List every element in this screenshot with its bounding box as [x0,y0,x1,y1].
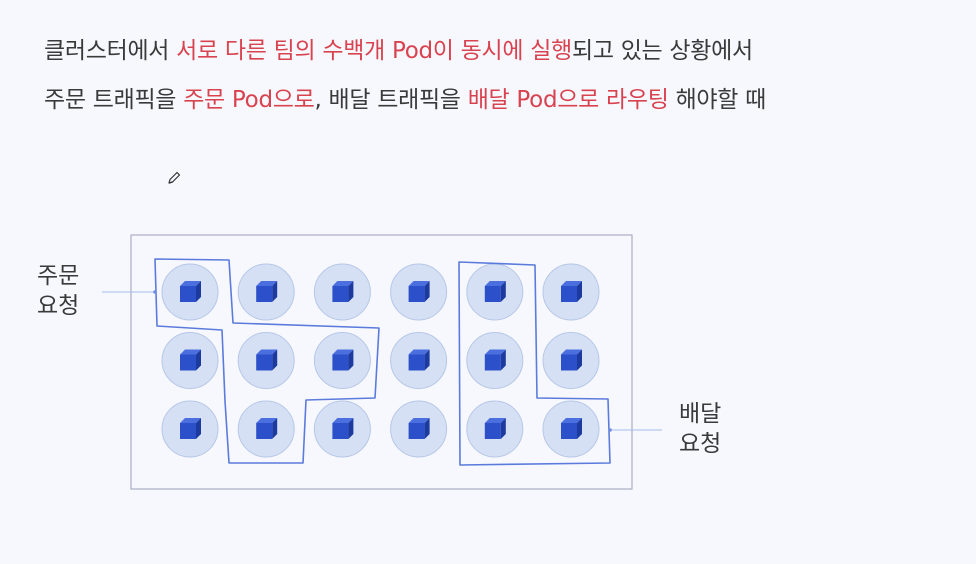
cube-icon [408,418,430,439]
cube-icon [484,418,506,439]
headline-text: , 배달 트래픽을 [314,87,468,113]
pencil-icon [168,171,181,184]
cube-icon [180,281,201,302]
pod [542,400,600,458]
pod [466,400,524,458]
pod [161,400,219,458]
pod [161,263,219,321]
pod [542,263,600,321]
highlighted-text: 주문 Pod으로 [183,87,315,113]
delivery-request-arrow-tip [608,428,612,432]
pod [161,332,219,389]
order-pod-group-outline [154,258,380,464]
pod [390,332,448,389]
headline-text: 되고 있는 상황에서 [571,38,753,64]
pod-grid [161,263,600,458]
pod [313,263,371,321]
headline-text: 주문 트래픽을 [44,87,184,113]
cube-icon [180,418,201,439]
highlighted-text: 서로 다른 팀의 수백개 Pod이 동시에 실행 [176,38,572,64]
cube-icon [484,281,506,302]
highlighted-text: 배달 Pod으로 라우팅 [467,87,669,113]
pod [313,332,371,389]
headline-text: 클러스터에서 [44,38,177,64]
headline-text: 해야할 때 [668,87,767,113]
cube-icon [484,349,506,371]
pod [313,400,371,458]
cube-icon [408,281,430,302]
cube-icon [180,349,201,371]
delivery-pod-group-outline [458,261,611,466]
cube-icon [561,349,582,371]
cube-icon [561,418,582,439]
pod [237,400,295,458]
pod [390,263,448,321]
pod [390,400,448,458]
cube-icon [256,281,278,302]
cube-icon [561,281,582,302]
pod [237,263,295,321]
pod [237,332,295,389]
cube-icon [332,418,354,439]
cube-icon [408,349,430,371]
cluster-box [130,234,633,490]
pod [542,332,600,389]
cube-icon [256,349,278,371]
order-request-label: 주문 요청 [37,263,80,319]
delivery-request-label: 배달 요청 [679,401,722,457]
order-request-arrow-tip [153,290,157,294]
headline-line-1: 클러스터에서 서로 다른 팀의 수백개 Pod이 동시에 실행되고 있는 상황에… [44,31,753,65]
pod [466,332,524,389]
cube-icon [256,418,278,439]
pod [466,263,524,321]
cube-icon [332,281,354,302]
cube-icon [332,349,354,371]
headline-line-2: 주문 트래픽을 주문 Pod으로, 배달 트래픽을 배달 Pod으로 라우팅 해… [44,80,766,114]
